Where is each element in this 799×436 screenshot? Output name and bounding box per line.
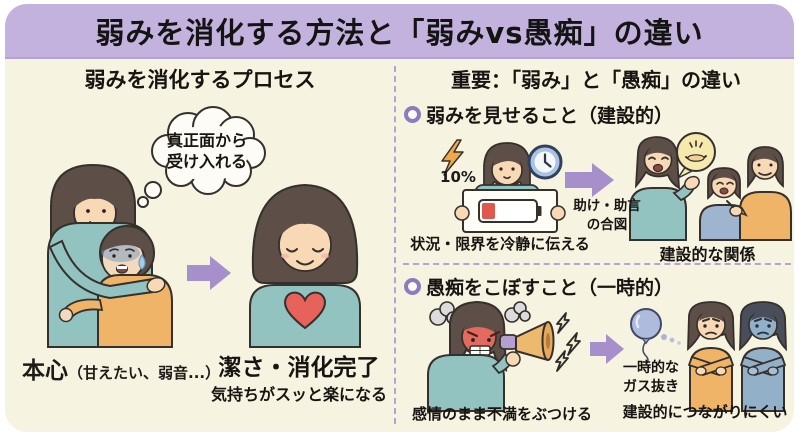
listener-group-figure [629, 136, 792, 241]
showing-weakness-illustration [441, 132, 792, 241]
weakness-arrow-note: 助け・助言 の合図 [573, 198, 641, 233]
arrow-right-icon [187, 256, 231, 290]
section-complaint-label: 愚痴をこぼすこと（一時的） [404, 273, 673, 300]
complaining-illustration [427, 300, 787, 412]
section-divider [403, 263, 791, 265]
after-caption: 潔さ・消化完了 [218, 355, 380, 381]
thought-bubble-text: 真正面から 受け入れる [166, 131, 247, 171]
clock-icon [527, 144, 563, 180]
complaint-caption-left: 感情のまま不満をぶつける [412, 405, 593, 423]
heart-icon [284, 291, 326, 330]
section-weakness-label: 弱みを見せること（建設的） [404, 101, 673, 128]
arrow-right-icon [590, 334, 624, 364]
spark-bolt-icon [555, 312, 581, 372]
crossed-arms-women-figure [687, 301, 787, 412]
bullet-ring-icon [404, 278, 421, 295]
digestion-process-illustration [47, 106, 361, 348]
angry-woman-figure [427, 300, 514, 412]
battery-percent-label: 10% [440, 168, 476, 186]
left-panel-heading: 弱みを消化するプロセス [84, 68, 316, 92]
lightning-icon [441, 139, 464, 176]
battery-low-icon [478, 199, 542, 223]
card-background: 弱みを消化する方法と「弱みvs愚痴」の違い 弱みを消化するプロセス [5, 4, 794, 432]
before-caption: 本心（甘えたい、弱音...） [22, 358, 221, 384]
panel-divider [394, 66, 396, 424]
title-banner: 弱みを消化する方法と「弱みvs愚痴」の違い [5, 4, 794, 59]
helping-hand-speech-bubble-icon [675, 132, 716, 180]
balloon-icon [630, 308, 681, 365]
arrow-right-icon [565, 163, 614, 197]
thought-bubble-icon [137, 106, 266, 208]
complaint-caption-right: 建設的につながりにくい [622, 403, 788, 421]
page-title: 弱みを消化する方法と「弱みvs愚痴」の違い [95, 15, 704, 50]
tired-woman-figure [454, 142, 566, 233]
healed-girl-figure [249, 183, 361, 348]
mother-arm [48, 239, 166, 300]
complaint-arrow-note: 一時的な ガス抜き [623, 360, 679, 395]
bullet-ring-icon [404, 106, 421, 123]
after-note: 気持ちがスッと楽になる [210, 385, 387, 404]
weakness-caption-left: 状況・限界を冷静に伝える [410, 235, 590, 253]
weakness-caption-right: 建設的な関係 [659, 245, 756, 264]
right-panel-heading: 重要：「弱み」と「愚痴」の違い [451, 68, 741, 92]
megaphone-icon [499, 321, 555, 367]
